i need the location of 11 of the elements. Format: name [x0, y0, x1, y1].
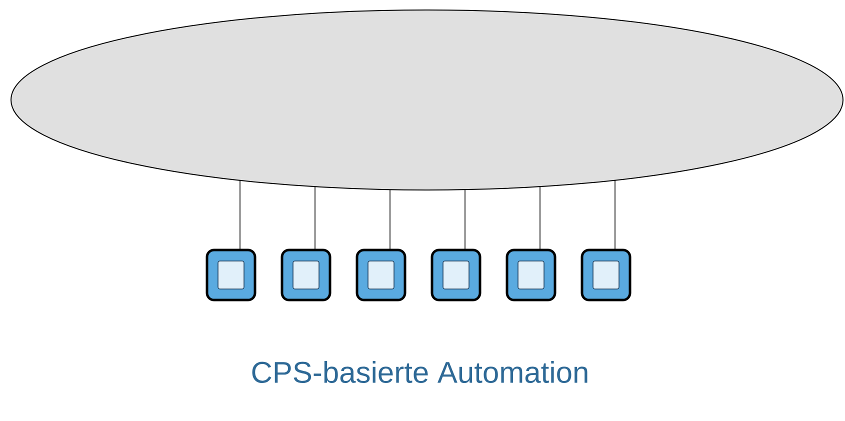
square-box [430, 248, 482, 302]
connector-line [614, 180, 616, 250]
connector-line [314, 186, 316, 250]
connector-line [464, 189, 466, 250]
square-box [356, 248, 406, 302]
square-box [206, 248, 256, 302]
square-box [506, 248, 556, 302]
square-box [580, 248, 632, 302]
ellipse [10, 10, 844, 190]
square-box [280, 248, 332, 302]
caption: CPS-basierte Automation [252, 360, 588, 384]
